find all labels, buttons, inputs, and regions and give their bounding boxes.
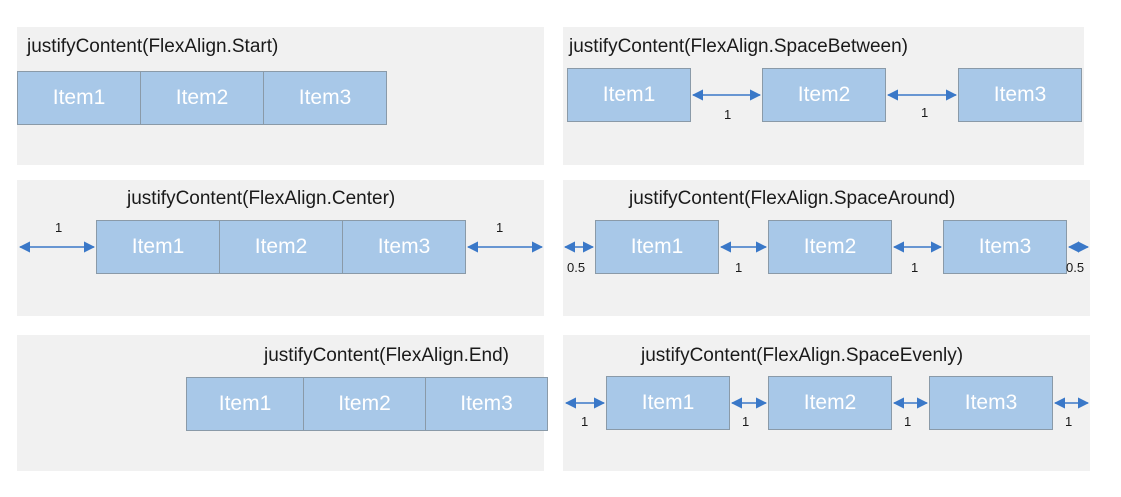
space-around-gap-label-left: 0.5 xyxy=(567,260,586,275)
space-between-item-1: Item1 xyxy=(567,68,691,122)
center-item-3: Item3 xyxy=(342,220,466,274)
space-between-item-2: Item2 xyxy=(762,68,886,122)
center-gap-label-right: 1 xyxy=(496,220,504,235)
panel-space-around-title: justifyContent(FlexAlign.SpaceAround) xyxy=(629,188,956,209)
space-between-gap-label-1: 1 xyxy=(724,107,732,122)
end-item-2: Item2 xyxy=(303,377,426,431)
start-item-1: Item1 xyxy=(17,71,141,125)
space-around-item-3: Item3 xyxy=(943,220,1067,274)
space-around-gap-label-1: 1 xyxy=(735,260,743,275)
panel-center-title: justifyContent(FlexAlign.Center) xyxy=(127,188,396,209)
space-evenly-gap-label-1: 1 xyxy=(581,414,589,429)
center-item-1: Item1 xyxy=(96,220,220,274)
space-evenly-item-3: Item3 xyxy=(929,376,1053,430)
panel-end-title: justifyContent(FlexAlign.End) xyxy=(264,345,509,366)
center-item-2: Item2 xyxy=(219,220,343,274)
start-item-2: Item2 xyxy=(140,71,264,125)
end-item-1: Item1 xyxy=(186,377,304,431)
end-item-3: Item3 xyxy=(425,377,548,431)
space-around-gap-label-right: 0.5 xyxy=(1066,260,1085,275)
start-item-3: Item3 xyxy=(263,71,387,125)
space-evenly-gap-label-4: 1 xyxy=(1065,414,1073,429)
space-evenly-gap-label-2: 1 xyxy=(742,414,750,429)
space-between-gap-label-2: 1 xyxy=(921,105,929,120)
panel-start-title: justifyContent(FlexAlign.Start) xyxy=(27,36,279,57)
space-between-item-3: Item3 xyxy=(958,68,1082,122)
panel-space-between-title: justifyContent(FlexAlign.SpaceBetween) xyxy=(569,36,909,57)
space-around-gap-label-2: 1 xyxy=(911,260,919,275)
panel-space-evenly-title: justifyContent(FlexAlign.SpaceEvenly) xyxy=(641,345,964,366)
center-gap-label-left: 1 xyxy=(55,220,63,235)
space-evenly-item-2: Item2 xyxy=(768,376,892,430)
space-evenly-gap-label-3: 1 xyxy=(904,414,912,429)
space-around-item-2: Item2 xyxy=(768,220,892,274)
space-around-item-1: Item1 xyxy=(595,220,719,274)
space-evenly-item-1: Item1 xyxy=(606,376,730,430)
